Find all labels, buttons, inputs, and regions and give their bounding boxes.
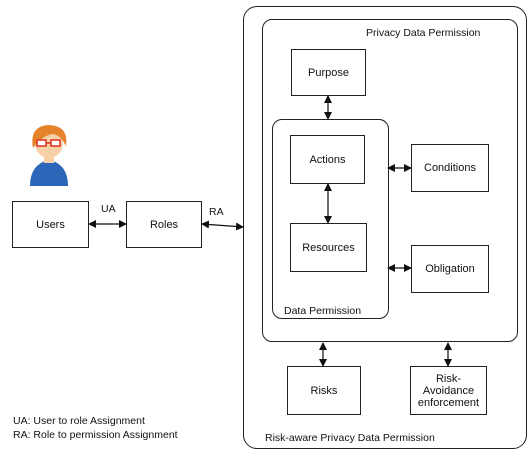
risk-aware-privacy-container [243,6,527,449]
privacy-data-permission-container [262,19,518,342]
users-node: Users [12,201,89,248]
risk-aware-privacy-label: Risk-aware Privacy Data Permission [265,432,435,444]
data-permission-label: Data Permission [284,305,362,317]
legend-ra-text: RA: Role to permission Assignment [13,429,178,441]
avatar-neck-shape [44,154,54,163]
purpose-node: Purpose [291,49,366,96]
avatar-shirt-shape [30,160,68,186]
actions-node: Actions [290,135,365,184]
resources-node: Resources [290,223,367,272]
conditions-node: Conditions [411,144,489,192]
obligation-node: Obligation [411,245,489,293]
data-permission-container [272,119,389,319]
risk-avoidance-node: Risk- Avoidance enforcement [410,366,487,415]
user-avatar-icon [30,125,68,186]
risks-node: Risks [287,366,361,415]
roles-permission-connector [201,220,244,231]
ua-edge-label: UA [101,203,116,215]
privacy-data-permission-label: Privacy Data Permission [366,27,481,39]
ra-edge-label: RA [209,206,224,218]
avatar-glasses-shape [36,139,61,147]
avatar-hair-shape [32,125,67,148]
roles-node: Roles [126,201,202,248]
legend-ua-text: UA: User to role Assignment [13,415,145,427]
